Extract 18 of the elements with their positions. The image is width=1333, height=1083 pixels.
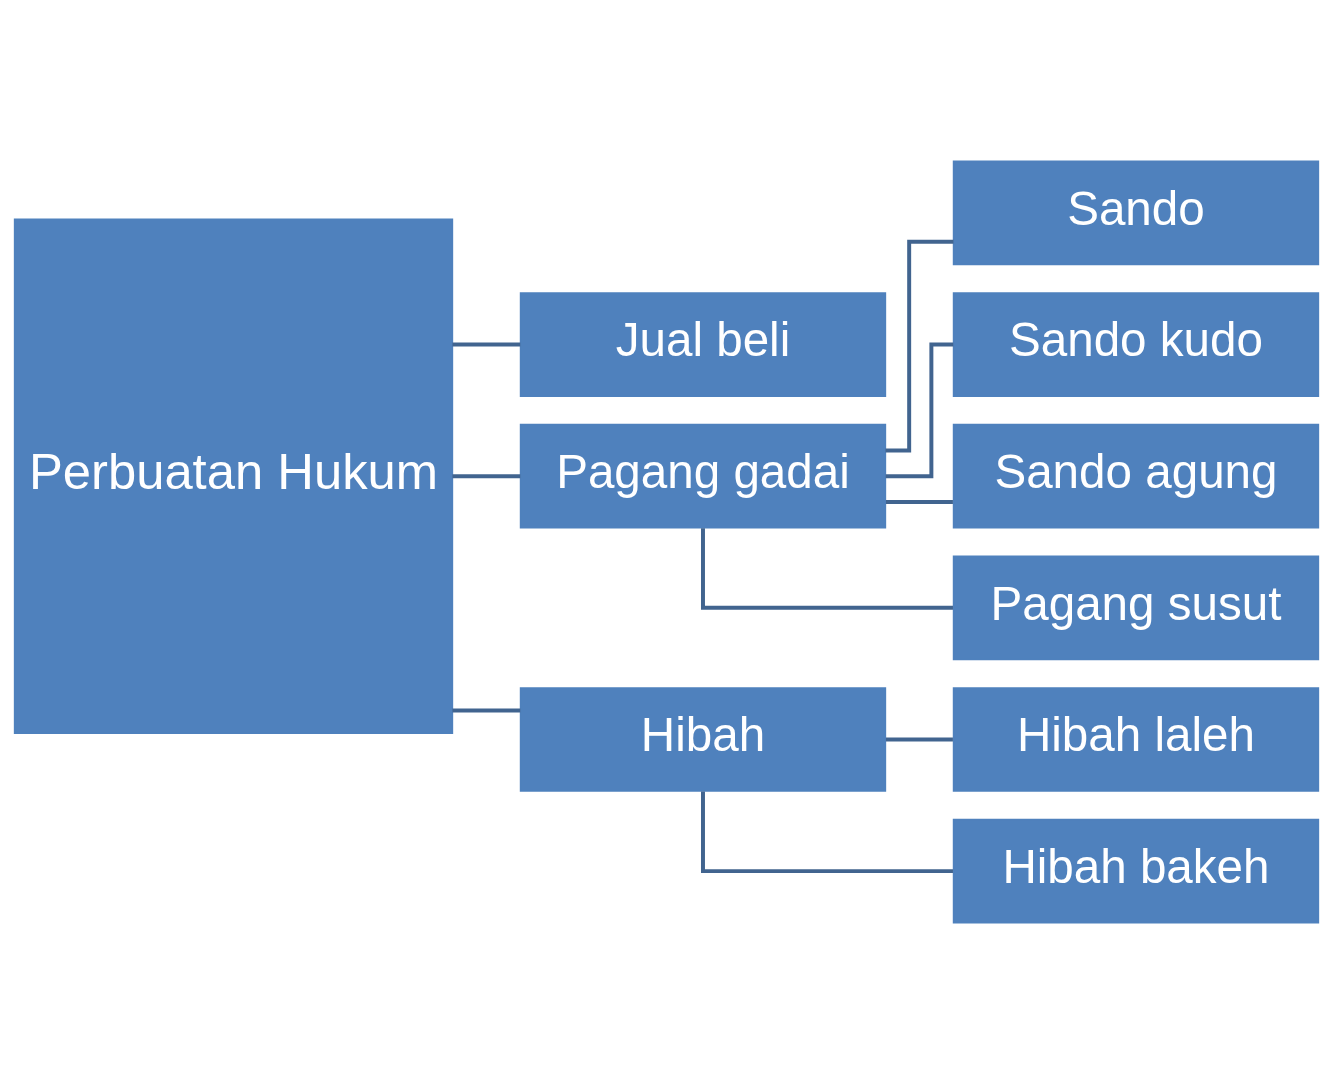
connector <box>886 499 953 504</box>
node-box: Pagang susut <box>952 554 1320 660</box>
node-box: Hibah laleh <box>952 686 1320 792</box>
connector <box>701 791 953 873</box>
node-box: Sando <box>952 160 1320 265</box>
node-box: Sando agung <box>952 423 1320 529</box>
node-box: Hibah <box>519 686 887 792</box>
node-box: Pagang gadai <box>519 423 887 529</box>
connector <box>885 239 954 452</box>
connector <box>886 737 953 741</box>
connector <box>701 527 953 610</box>
node-box: Jual beli <box>519 291 887 397</box>
node-box: Sando kudo <box>952 291 1320 397</box>
node-box: Hibah bakeh <box>952 818 1320 923</box>
connector <box>452 708 521 712</box>
connector <box>452 473 521 478</box>
node-box: Perbuatan Hukum <box>13 217 454 734</box>
connector <box>452 342 521 346</box>
